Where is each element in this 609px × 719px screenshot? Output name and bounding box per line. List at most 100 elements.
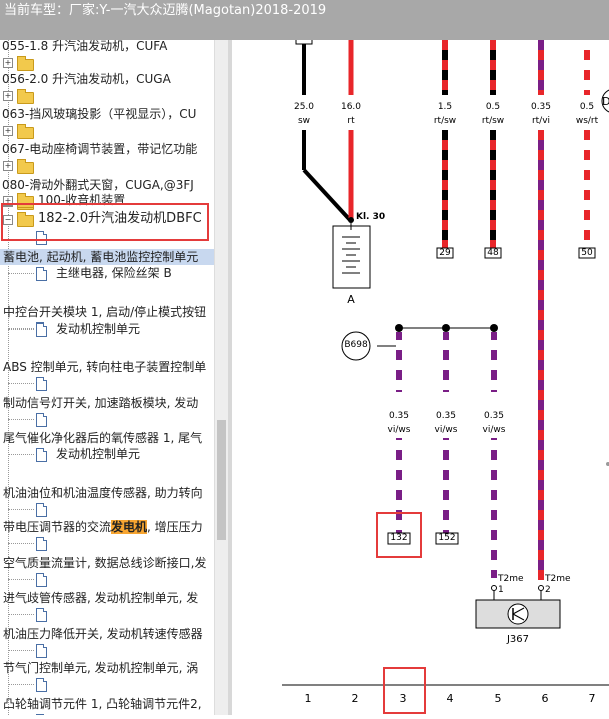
tree-item-label[interactable]: 空气质量流量计, 数据总线诊断接口,发 <box>3 556 207 570</box>
connector-number: 132 <box>390 533 408 543</box>
column-number: 5 <box>494 692 502 705</box>
document-icon <box>36 231 47 245</box>
highlight-box-column <box>383 667 426 714</box>
wire-size-label: 0.5 <box>579 102 595 112</box>
document-icon <box>36 537 47 551</box>
wire-color-label: sw <box>297 116 311 126</box>
tree-connector <box>8 684 34 685</box>
expand-toggle-icon[interactable]: + <box>3 126 13 136</box>
tree-item-label[interactable]: 055-1.8 升汽油发动机，CUFA <box>2 40 168 53</box>
tree-connector <box>8 454 34 455</box>
pin-number: 2 <box>545 585 551 595</box>
document-icon <box>36 644 47 658</box>
search-highlight: 发电机 <box>111 520 148 534</box>
tree-text-pre: 带电压调节器的交流 <box>3 520 112 534</box>
tree-item-label[interactable]: ABS 控制单元, 转向柱电子装置控制单 <box>3 360 207 374</box>
wire-size-label: 0.35 <box>388 411 410 421</box>
folder-icon <box>17 212 34 227</box>
tree-item-label[interactable]: 080-滑动外翻式天窗，CUGA,@3FJ <box>2 178 194 192</box>
tree-connector <box>8 543 34 544</box>
connector-number: 29 <box>439 248 451 258</box>
tree-item-label[interactable]: 主继电器, 保险丝架 B <box>56 266 172 280</box>
connector-number: 50 <box>581 248 593 258</box>
tree-item-label[interactable]: 发动机控制单元 <box>56 322 141 336</box>
highlight-box-tree <box>1 203 209 241</box>
tree-item-label[interactable]: 机油压力降低开关, 发动机转速传感器 <box>3 627 203 641</box>
wire-size-label: 1.5 <box>437 102 453 112</box>
tree-panel[interactable]: 055-1.8 升汽油发动机，CUFA +056-2.0 升汽油发动机，CUGA +… <box>0 40 214 715</box>
terminal-label: Kl. 30 <box>356 212 386 222</box>
tree-item-label[interactable]: 节气门控制单元, 发动机控制单元, 涡 <box>3 661 199 675</box>
pin-connector-label: T2me <box>498 574 524 584</box>
tree-item-label[interactable]: 067-电动座椅调节装置，带记忆功能 <box>2 142 198 156</box>
tree-item-label[interactable]: 发动机控制单元 <box>56 447 141 461</box>
expand-toggle-icon[interactable]: + <box>3 161 13 171</box>
tree-scrollbar[interactable] <box>214 40 228 715</box>
column-number: 6 <box>541 692 549 705</box>
column-number: 4 <box>446 692 454 705</box>
wire-size-label: 0.5 <box>485 102 501 112</box>
title-label: 当前车型： <box>4 3 70 18</box>
tree-connector <box>8 383 34 384</box>
document-icon <box>36 323 47 337</box>
tree-item-label[interactable]: 进气歧管传感器, 发动机控制单元, 发 <box>3 591 199 605</box>
tree-connector <box>8 650 34 651</box>
title-bar: 当前车型：厂家:Y-一汽大众迈腾(Magotan)2018-2019 <box>0 0 609 40</box>
column-number: 7 <box>588 692 596 705</box>
tree-guide-line <box>8 40 9 715</box>
document-icon <box>36 267 47 281</box>
tree-item-label[interactable]: 中控台开关模块 1, 启动/停止模式按钮 <box>3 305 207 319</box>
document-icon <box>36 448 47 462</box>
tree-item-label[interactable]: 尾气催化净化器后的氧传感器 1, 尾气 <box>3 431 203 445</box>
tree-item-label[interactable]: 凸轮轴调节元件 1, 凸轮轴调节元件2, <box>3 697 202 711</box>
column-number: 1 <box>304 692 312 705</box>
connector-number: 152 <box>438 533 456 543</box>
document-icon <box>36 573 47 587</box>
expand-toggle-icon[interactable]: + <box>3 196 13 206</box>
folder-icon <box>17 56 34 71</box>
splice-label: B698 <box>344 340 368 350</box>
diagram-canvas <box>282 35 609 686</box>
scrollbar-thumb[interactable] <box>217 420 226 540</box>
wire-color-label: rt/sw <box>433 116 457 126</box>
tree-connector <box>8 329 34 330</box>
folder-icon <box>17 89 34 104</box>
document-icon <box>36 377 47 391</box>
column-number: 3 <box>399 692 407 705</box>
wire-color-label: vi/ws <box>482 425 506 435</box>
expand-toggle-icon[interactable]: + <box>3 58 13 68</box>
tree-item-label[interactable]: 056-2.0 升汽油发动机，CUGA <box>2 72 171 86</box>
wire-size-label: 0.35 <box>483 411 505 421</box>
connector-number: 48 <box>487 248 499 258</box>
tree-connector <box>8 419 34 420</box>
tree-text-post: , 增压压力 <box>147 520 203 534</box>
pane-divider[interactable] <box>228 40 232 715</box>
document-icon <box>36 678 47 692</box>
tree-item-label[interactable]: 182-2.0升汽油发动机DBFC <box>38 211 202 226</box>
folder-icon <box>17 124 34 139</box>
wire-color-label: vi/ws <box>434 425 458 435</box>
component-label-d: D <box>602 95 609 108</box>
wire-color-label: rt/vi <box>531 116 551 126</box>
tree-item-label[interactable]: 063-挡风玻璃投影（平视显示），CU <box>2 107 197 121</box>
title-model: 厂家:Y-一汽大众迈腾(Magotan)2018-2019 <box>69 3 327 18</box>
component-label-j367: J367 <box>506 634 530 645</box>
tree-connector <box>8 579 34 580</box>
folder-icon <box>17 159 34 174</box>
tree-connector <box>8 614 34 615</box>
column-number: 2 <box>351 692 359 705</box>
tree-item-label[interactable]: 带电压调节器的交流发电机, 增压压力 <box>0 519 214 535</box>
highlight-box-connector <box>376 512 422 558</box>
tree-item-label[interactable]: 制动信号灯开关, 加速踏板模块, 发动 <box>3 396 199 410</box>
tree-item-label[interactable]: 蓄电池, 起动机, 蓄电池监控控制单元 <box>0 249 214 265</box>
expand-toggle-icon[interactable]: + <box>3 91 13 101</box>
document-icon <box>36 608 47 622</box>
document-icon <box>36 503 47 517</box>
wire-size-label: 0.35 <box>435 411 457 421</box>
wire-color-label: rt <box>347 116 355 126</box>
expand-toggle-icon[interactable]: − <box>3 215 13 225</box>
pin-number: 1 <box>498 585 504 595</box>
tree-item-label[interactable]: 机油油位和机油温度传感器, 助力转向 <box>3 486 203 500</box>
pin-connector-label: T2me <box>545 574 571 584</box>
